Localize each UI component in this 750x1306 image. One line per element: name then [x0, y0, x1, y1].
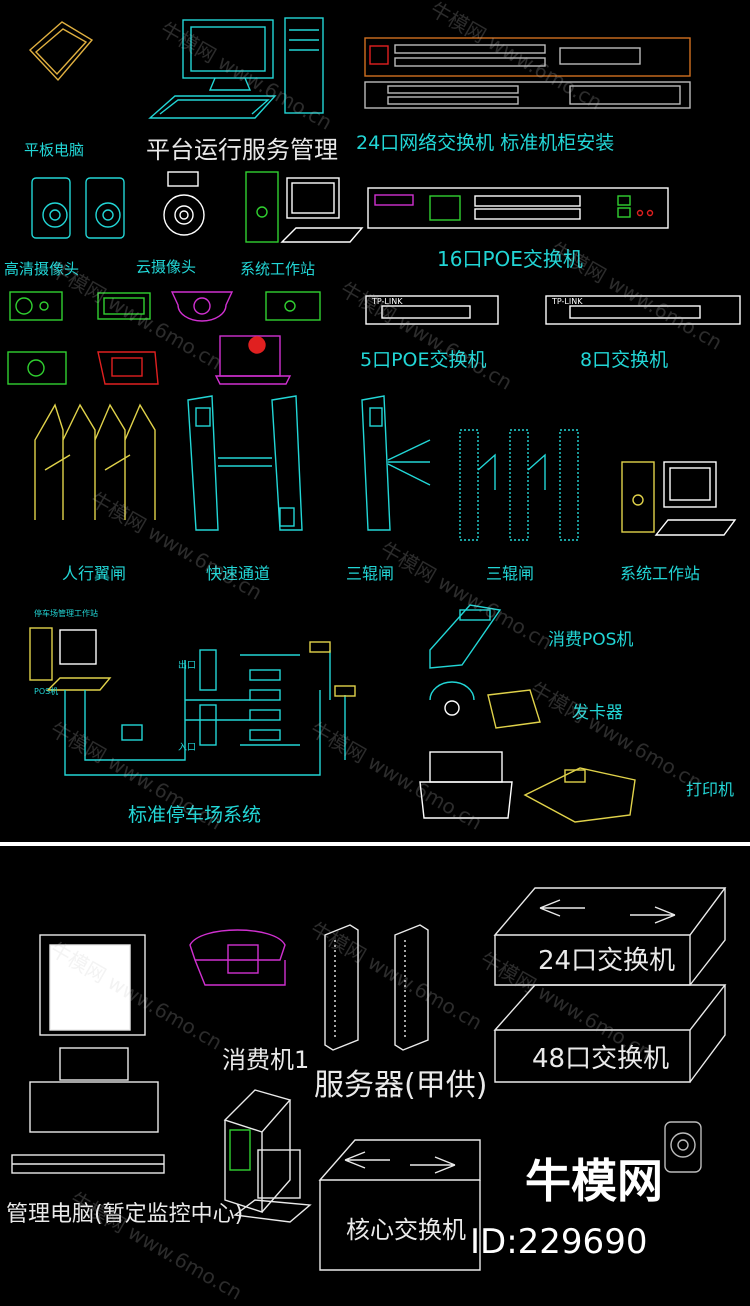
label-ptz-camera: 云摄像头	[136, 258, 197, 276]
label-poe5: 5口POE交换机	[360, 349, 487, 371]
switch-8-icon	[545, 295, 741, 325]
label-hd-camera: 高清摄像头	[4, 260, 80, 278]
core-switch-icon	[318, 1139, 481, 1271]
bullet-camera-green-icon	[97, 292, 151, 320]
parking-system-diagram	[29, 627, 356, 776]
card-issuer-icon	[429, 681, 541, 729]
label-tablet: 平板电脑	[24, 141, 85, 159]
label-printer: 打印机	[686, 780, 735, 799]
rack-switch-24-icon	[364, 37, 691, 109]
printer-2-icon	[523, 767, 636, 823]
dome-camera-green-icon	[9, 291, 63, 321]
label-core-switch: 核心交换机	[346, 1216, 466, 1244]
workstation-green-icon	[245, 171, 364, 243]
tripod-turnstile-2-icon	[459, 429, 579, 541]
label-parking: 标准停车场系统	[128, 804, 262, 826]
server-icon	[324, 924, 429, 1051]
label-switch24: 24口交换机	[538, 946, 676, 976]
video-conference-camera-icon	[214, 335, 292, 385]
wing-gate-icon	[34, 403, 156, 520]
label-consumer-machine: 消费机1	[222, 1046, 310, 1074]
label-tripod-2: 三辊闸	[486, 564, 535, 583]
switch-24-3d-icon	[493, 887, 727, 986]
platform-computer-icon	[148, 17, 324, 119]
pos-machine-icon	[429, 604, 502, 669]
camera-green-2-icon	[7, 351, 67, 385]
label-server: 服务器(甲供)	[314, 1068, 488, 1103]
brand-id: ID:229690	[470, 1222, 648, 1262]
label-exit: 入口	[178, 743, 197, 753]
label-switch24-rack: 24口网络交换机 标准机柜安装	[356, 132, 615, 154]
label-workstation-2: 系统工作站	[620, 564, 701, 583]
speaker-device-icon	[664, 1121, 702, 1173]
label-tripod-1: 三辊闸	[346, 564, 395, 583]
label-workstation-1: 系统工作站	[240, 260, 316, 278]
device-text-tplink-a: TP-LINK	[372, 297, 403, 306]
panel-separator	[0, 842, 750, 846]
printer-1-icon	[419, 751, 513, 819]
speed-gate-icon	[187, 395, 303, 531]
camera-red-icon	[97, 351, 159, 385]
poe-switch-16-icon	[367, 187, 669, 229]
label-pos: 消费POS机	[548, 630, 634, 650]
ptz-camera-icon	[163, 171, 205, 236]
label-mgmt-pc: 管理电脑(暂定监控中心)	[6, 1202, 244, 1227]
management-pc-icon	[11, 934, 165, 1174]
consumer-machine-phone-icon	[189, 929, 286, 986]
label-wing-gate: 人行翼闸	[62, 564, 127, 583]
workstation-tower-icon	[223, 1089, 312, 1223]
hd-camera-icon	[31, 177, 125, 239]
label-switch8: 8口交换机	[580, 349, 669, 371]
label-parking-workstation: 停车场管理工作站	[34, 609, 98, 618]
poe-switch-5-icon	[365, 295, 499, 325]
label-switch48: 48口交换机	[532, 1044, 670, 1074]
brand-name: 牛模网	[525, 1154, 663, 1208]
device-text-tplink-b: TP-LINK	[552, 297, 583, 306]
label-speed-gate: 快速通道	[206, 564, 271, 583]
label-poe16: 16口POE交换机	[437, 247, 583, 271]
switch-48-3d-icon	[493, 984, 727, 1083]
label-card-issuer: 发卡器	[572, 703, 623, 723]
box-camera-green-icon	[265, 291, 321, 321]
label-entry: 出口	[178, 661, 197, 671]
label-pos-small: POS机	[34, 687, 59, 696]
dome-camera-magenta-icon	[170, 291, 234, 322]
workstation-yellow-icon	[621, 461, 737, 536]
tablet-icon	[28, 21, 94, 82]
label-platform-service: 平台运行服务管理	[146, 136, 338, 164]
tripod-turnstile-icon	[361, 395, 431, 531]
